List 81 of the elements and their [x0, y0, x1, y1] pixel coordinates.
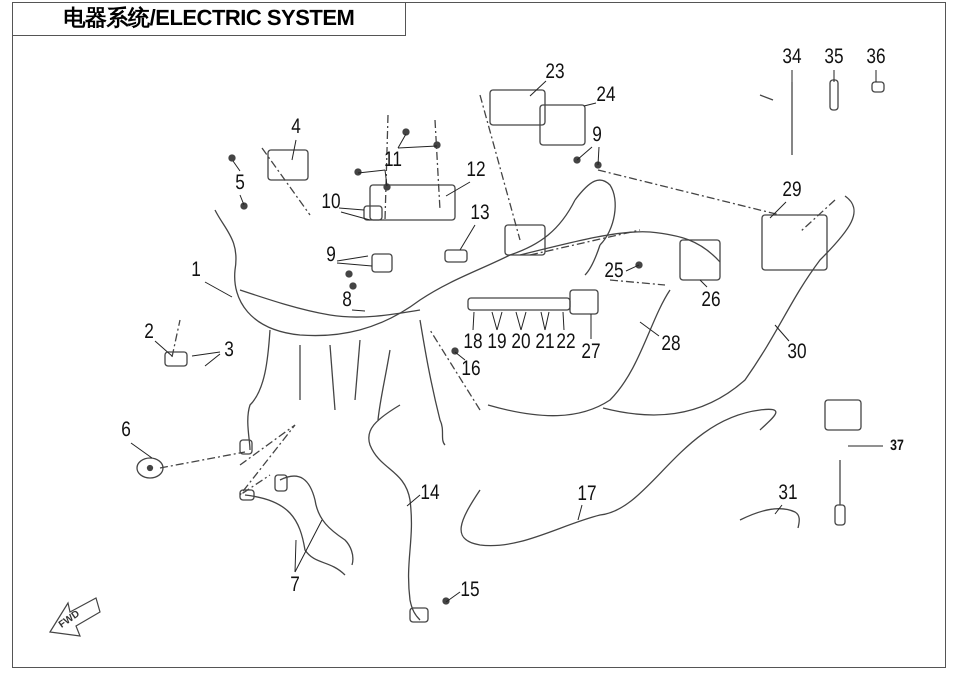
leader-line — [544, 312, 550, 330]
callout-number: 3 — [224, 339, 234, 361]
callout-number: 6 — [121, 419, 131, 441]
callout-number: 29 — [782, 179, 802, 201]
leader-line — [454, 352, 466, 360]
callout-number: 26 — [701, 289, 721, 311]
leader-line — [496, 312, 502, 330]
leader-line — [584, 102, 596, 106]
leader-line — [292, 140, 296, 160]
leader-line — [540, 312, 546, 330]
leader-line — [294, 520, 322, 572]
leader-line — [640, 322, 660, 336]
leader-line — [626, 264, 640, 272]
callout-number: 10 — [321, 191, 341, 213]
leader-line — [358, 170, 386, 174]
callout-number: 16 — [461, 358, 481, 380]
leader-line — [472, 312, 474, 330]
leader-line — [384, 170, 388, 186]
callout-number: 14 — [420, 482, 440, 504]
leader-line — [516, 312, 522, 330]
leader-line — [492, 312, 498, 330]
leader-line — [460, 224, 476, 250]
leader-line — [398, 134, 406, 148]
callout-number: 24 — [596, 84, 616, 106]
leader-line — [530, 80, 546, 96]
callout-number: 13 — [470, 202, 490, 224]
leader-line — [406, 494, 420, 506]
leader-line — [576, 146, 592, 160]
callout-number: 27 — [581, 341, 601, 363]
leader-line — [154, 340, 172, 356]
leader-line — [192, 352, 220, 356]
leader-line — [598, 146, 600, 166]
leader-line — [240, 194, 244, 206]
leader-line — [398, 146, 438, 148]
leader-line — [336, 262, 372, 266]
callout-number: 18 — [463, 331, 483, 353]
leader-line — [700, 280, 708, 288]
leader-line — [520, 312, 526, 330]
leader-line — [446, 592, 460, 602]
callout-number: 19 — [487, 331, 507, 353]
leader-line — [336, 256, 368, 262]
leader-line — [204, 354, 220, 366]
leader-line — [232, 160, 240, 172]
callout-number: 21 — [535, 331, 555, 353]
callout-number: 37 — [890, 435, 904, 457]
callout-number: 23 — [545, 61, 565, 83]
callout-number: 17 — [577, 483, 597, 505]
title-header: 电器系统/ELECTRIC SYSTEM — [12, 2, 406, 36]
leader-line — [204, 282, 232, 298]
callout-number: 20 — [511, 331, 531, 353]
callout-number: 8 — [342, 289, 352, 311]
leader-line — [770, 202, 786, 218]
leader-line — [446, 182, 470, 196]
callout-number: 25 — [604, 260, 624, 282]
callout-number: 9 — [326, 244, 336, 266]
callout-number: 4 — [291, 116, 301, 138]
leader-line — [590, 314, 592, 340]
leader-line — [774, 324, 790, 342]
callout-number: 31 — [778, 482, 798, 504]
callout-number: 2 — [144, 321, 154, 343]
leader-line — [774, 504, 782, 514]
callout-number: 11 — [384, 149, 402, 171]
callout-number: 12 — [466, 159, 486, 181]
leader-line — [294, 540, 296, 572]
callout-number: 35 — [824, 46, 844, 68]
callout-number: 5 — [235, 172, 245, 194]
callout-number: 34 — [782, 46, 802, 68]
leader-line — [352, 310, 366, 312]
callout-number: 36 — [866, 46, 886, 68]
callout-number: 22 — [556, 331, 576, 353]
callout-number: 28 — [661, 333, 681, 355]
leader-line — [340, 212, 370, 220]
leader-line — [562, 312, 564, 330]
callout-number: 30 — [787, 341, 807, 363]
callout-number: 9 — [592, 124, 602, 146]
leader-line — [338, 208, 364, 210]
leader-line — [130, 442, 152, 458]
callout-number: 7 — [290, 574, 300, 596]
leader-line — [578, 504, 582, 520]
callout-number: 1 — [191, 259, 201, 281]
callout-number: 15 — [460, 579, 480, 601]
